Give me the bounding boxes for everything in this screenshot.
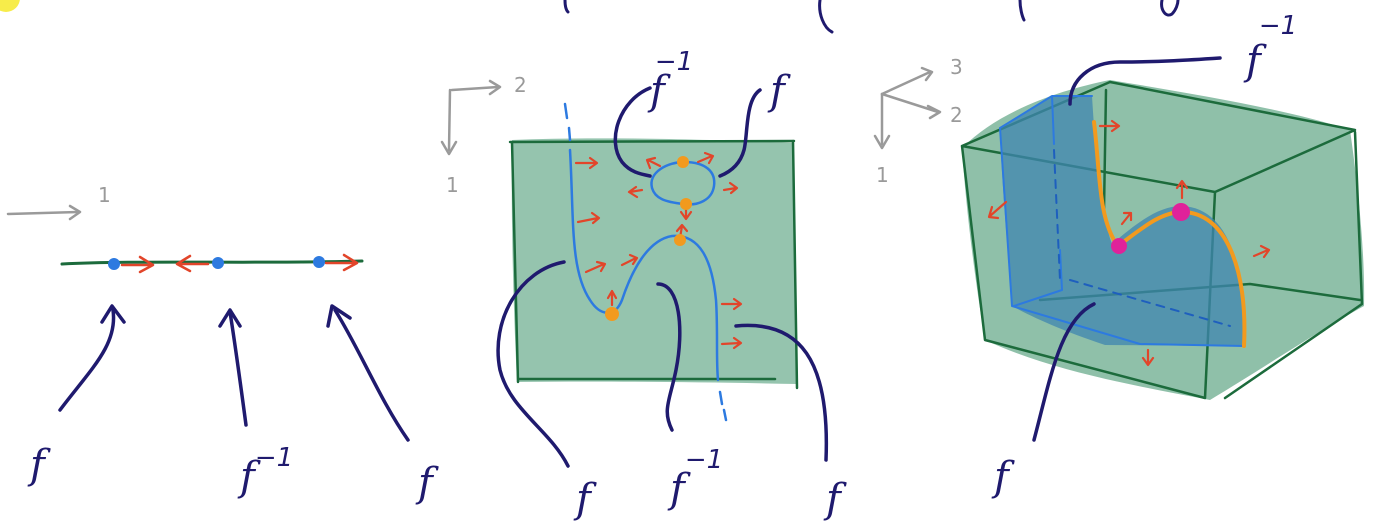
panel-1d: 1 f f−1 f <box>6 183 439 506</box>
blue-curves-2d <box>563 102 728 422</box>
label-f-left: f <box>27 442 51 488</box>
label-f-inverse-center: f−1 <box>237 443 293 500</box>
label-f-3d: f <box>991 454 1015 500</box>
orange-curve-3d <box>1092 120 1247 348</box>
label-f-inverse-bottom: f−1 <box>667 445 723 512</box>
red-arrows-2d <box>574 151 743 350</box>
orange-points-2d <box>605 156 692 321</box>
yellow-highlight-dot <box>0 0 20 12</box>
red-arrows-1d <box>120 253 359 274</box>
axis-label-1: 1 <box>446 173 459 197</box>
axis-1d: 1 <box>6 183 111 221</box>
axis-label-1: 1 <box>98 183 111 207</box>
axes-2d: 2 1 <box>440 73 527 197</box>
green-region <box>511 138 797 384</box>
surface-outline <box>999 95 1245 347</box>
axis-label-3: 3 <box>950 55 963 79</box>
leader-lines-2d <box>496 86 829 468</box>
leader-lines-1d <box>58 304 410 442</box>
label-f-bottom-left: f <box>573 476 597 522</box>
axis-label-2: 2 <box>514 73 527 97</box>
label-f-bottom-right: f <box>823 476 847 522</box>
axes-3d: 3 2 1 <box>873 55 963 187</box>
red-arrows-3d <box>987 119 1271 367</box>
axis-label-2: 2 <box>950 103 963 127</box>
top-edge-scribbles <box>0 0 1180 34</box>
leader-lines-3d <box>1032 56 1222 442</box>
panel-3d: 3 2 1 f−1 f <box>873 11 1365 500</box>
magenta-points-3d <box>1111 203 1190 254</box>
surface-dashes <box>1053 149 1231 327</box>
label-f-top-right: f <box>767 68 791 114</box>
axis-label-1: 1 <box>876 163 889 187</box>
label-f-inverse-3d: f−1 <box>1243 11 1297 84</box>
label-f-inverse-top: f−1 <box>647 47 693 114</box>
panel-2d: 2 1 <box>440 47 847 522</box>
blue-points-1d <box>108 256 325 270</box>
label-f-right: f <box>415 460 439 506</box>
green-region-border <box>508 139 799 390</box>
